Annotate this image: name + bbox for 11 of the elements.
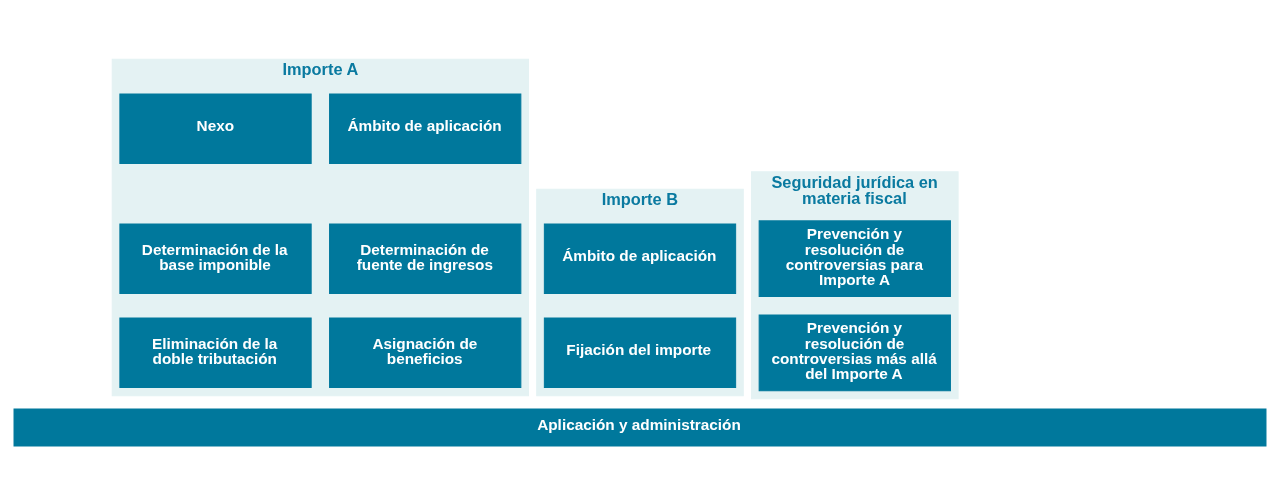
node-box: Determinación de fuente de ingresos (328, 222, 521, 294)
node-box: Determinación de la base imponible (118, 222, 312, 294)
node-box: Prevención y resolución de controversias más allá del Importe A (758, 313, 951, 391)
node-box: Nexo (118, 93, 312, 164)
node-box: Asignación de beneficios (328, 317, 521, 388)
node-box: Fijación del importe (543, 317, 736, 388)
node-box: Ámbito de aplicación (543, 222, 736, 294)
node-box: Aplicación y administración (13, 408, 1266, 446)
node-box: Ámbito de aplicación (328, 93, 521, 164)
node-box: Prevención y resolución de controversias para Importe A (758, 219, 951, 297)
node-box: Eliminación de la doble tributación (118, 317, 312, 388)
